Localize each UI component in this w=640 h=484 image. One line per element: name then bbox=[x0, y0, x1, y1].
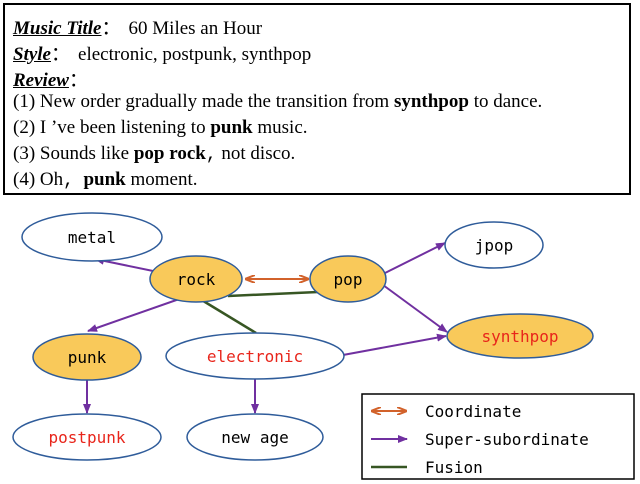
node-label-newage: new age bbox=[221, 428, 288, 447]
node-rock: rock bbox=[149, 255, 243, 303]
legend-super-subordinate-label: Super-subordinate bbox=[425, 430, 589, 449]
node-shape bbox=[21, 212, 163, 262]
review-text: music. bbox=[252, 117, 308, 138]
node-postpunk: postpunk bbox=[12, 413, 162, 461]
edge-electronic-synthpop bbox=[342, 333, 447, 356]
style-value: electronic, postpunk, synthpop bbox=[78, 44, 312, 65]
music-title-row: Music Title： 60 Miles an Hour bbox=[13, 13, 262, 40]
node-metal: metal bbox=[21, 212, 163, 262]
review-item-1: (1) New order gradually made the transit… bbox=[13, 91, 542, 113]
edge-rock-pop-fusion bbox=[227, 290, 319, 298]
node-newage: new age bbox=[186, 413, 324, 461]
review-heading-row: Review： bbox=[13, 65, 88, 92]
node-shape bbox=[165, 332, 345, 380]
review-text: (4) Oh bbox=[13, 169, 64, 190]
node-label-metal: metal bbox=[68, 228, 116, 247]
node-pop: pop bbox=[309, 255, 387, 303]
node-electronic: electronic bbox=[165, 332, 345, 380]
legend-fusion-label: Fusion bbox=[425, 458, 483, 477]
review-item-4: (4) Oh, punk moment. bbox=[13, 169, 198, 191]
colon: ： bbox=[68, 70, 88, 91]
music-title-label: Music Title bbox=[13, 18, 102, 39]
colon: ： bbox=[101, 18, 121, 39]
node-shape bbox=[444, 221, 544, 269]
genre-keyword: pop rock bbox=[133, 143, 206, 164]
node-shape bbox=[309, 255, 387, 303]
review-panel: Music Title：60 Miles an Hour Style：elect… bbox=[3, 3, 631, 195]
colon: ： bbox=[51, 44, 71, 65]
node-shape bbox=[186, 413, 324, 461]
edge-pop-jpop bbox=[382, 242, 446, 275]
edge-pop-synthpop bbox=[382, 284, 448, 333]
review-item-3: (3) Sounds like pop rock, not disco. bbox=[13, 143, 295, 165]
node-label-punk: punk bbox=[68, 348, 107, 367]
music-title-value: 60 Miles an Hour bbox=[128, 18, 263, 39]
node-shape bbox=[149, 255, 243, 303]
review-text: to dance. bbox=[468, 91, 543, 112]
node-label-pop: pop bbox=[334, 270, 363, 289]
review-label: Review bbox=[13, 70, 69, 91]
node-label-synthpop: synthpop bbox=[481, 327, 558, 346]
legend-coordinate-label: Coordinate bbox=[425, 402, 521, 421]
node-synthpop: synthpop bbox=[446, 313, 594, 359]
genre-keyword: punk bbox=[83, 169, 126, 190]
node-label-jpop: jpop bbox=[475, 236, 514, 255]
review-comma: , bbox=[205, 145, 217, 165]
node-jpop: jpop bbox=[444, 221, 544, 269]
node-label-postpunk: postpunk bbox=[48, 428, 125, 447]
style-row: Style： electronic, postpunk, synthpop bbox=[13, 39, 311, 66]
node-label-rock: rock bbox=[177, 270, 216, 289]
review-text: (1) New order gradually made the transit… bbox=[13, 91, 394, 112]
style-label: Style bbox=[13, 44, 51, 65]
node-punk: punk bbox=[32, 333, 142, 381]
review-text: not disco. bbox=[216, 143, 296, 164]
legend: Coordinate Super-subordinate Fusion bbox=[361, 393, 635, 480]
node-shape bbox=[32, 333, 142, 381]
review-text: (3) Sounds like bbox=[13, 143, 134, 164]
edge-rock-punk bbox=[87, 296, 186, 332]
review-comma: , bbox=[63, 171, 74, 191]
review-item-2: (2) I ’ve been listening to punk music. bbox=[13, 117, 308, 139]
node-shape bbox=[12, 413, 162, 461]
genre-keyword: synthpop bbox=[393, 91, 469, 112]
edge-rock-electronic-fusion bbox=[199, 297, 257, 335]
review-text: moment. bbox=[125, 169, 198, 190]
edges bbox=[83, 242, 448, 414]
node-shape bbox=[446, 313, 594, 359]
node-label-electronic: electronic bbox=[207, 347, 303, 366]
review-text: (2) I ’ve been listening to bbox=[13, 117, 211, 138]
genre-keyword: punk bbox=[210, 117, 253, 138]
